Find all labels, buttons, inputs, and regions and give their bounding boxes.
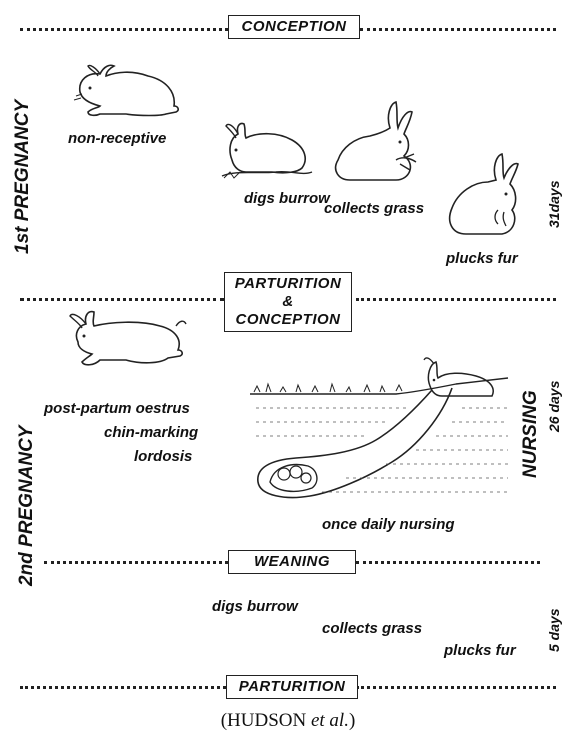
- plucks-fur-label-2: plucks fur: [444, 642, 516, 659]
- days-5-label: 5 days: [546, 608, 562, 652]
- first-pregnancy-label: 1st PREGNANCY: [12, 100, 34, 254]
- parturition-conception-box: PARTURITION & CONCEPTION: [224, 272, 352, 332]
- weaning-rule-right: [356, 561, 540, 564]
- collects-grass-label-2: collects grass: [322, 620, 422, 637]
- parturition-label: PARTURITION: [239, 678, 346, 695]
- days-31-label: 31days: [546, 181, 562, 228]
- parturition-conception-rule-left: [20, 298, 224, 301]
- lordosis-label: lordosis: [134, 448, 192, 465]
- days-26-label: 26 days: [546, 381, 562, 432]
- citation-suffix: ): [349, 710, 355, 731]
- weaning-rule-left: [44, 561, 228, 564]
- once-daily-nursing-label: once daily nursing: [322, 516, 455, 533]
- second-pregnancy-label: 2nd PREGNANCY: [16, 426, 38, 586]
- non-receptive-label: non-receptive: [68, 130, 166, 147]
- digs-burrow-label-1: digs burrow: [244, 190, 330, 207]
- rabbit-non-receptive: [70, 62, 185, 122]
- nursing-label: NURSING: [520, 390, 542, 478]
- rabbit-digs-burrow: [216, 120, 316, 180]
- parturition-conception-line3: CONCEPTION: [229, 311, 347, 329]
- parturition-rule-right: [356, 686, 556, 689]
- parturition-conception-line2: &: [229, 293, 347, 311]
- citation-prefix: (HUDSON: [221, 710, 311, 731]
- conception-label: CONCEPTION: [241, 18, 346, 35]
- conception-box: CONCEPTION: [228, 15, 360, 39]
- chin-marking-label: chin-marking: [104, 424, 198, 441]
- citation-et-al: et al.: [311, 710, 349, 731]
- digs-burrow-label-2: digs burrow: [212, 598, 298, 615]
- rabbit-post-partum-oestrus: [60, 306, 190, 376]
- weaning-box: WEANING: [228, 550, 356, 574]
- post-partum-oestrus-label: post-partum oestrus: [44, 400, 190, 417]
- conception-rule-left: [20, 28, 228, 31]
- rabbit-collects-grass: [330, 100, 430, 190]
- burrow-nursing-illustration: [246, 358, 512, 508]
- citation: (HUDSON et al.): [0, 710, 576, 732]
- collects-grass-label-1: collects grass: [324, 200, 424, 217]
- parturition-conception-rule-right: [356, 298, 556, 301]
- weaning-label: WEANING: [254, 553, 330, 570]
- rabbit-plucks-fur: [444, 150, 534, 240]
- parturition-box: PARTURITION: [226, 675, 358, 699]
- parturition-rule-left: [20, 686, 226, 689]
- parturition-conception-line1: PARTURITION: [229, 275, 347, 293]
- plucks-fur-label-1: plucks fur: [446, 250, 518, 267]
- conception-rule-right: [360, 28, 556, 31]
